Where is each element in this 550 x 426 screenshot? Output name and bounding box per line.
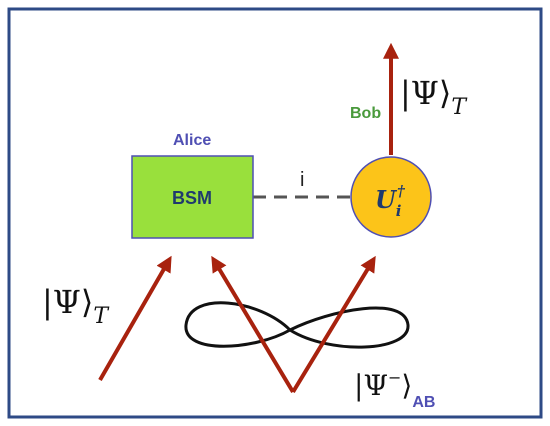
unitary-sup: † [397, 182, 406, 200]
input-state: |Ψ⟩T [42, 283, 110, 329]
alice-label: Alice [173, 132, 211, 149]
output-sub: T [451, 95, 468, 120]
bsm-label: BSM [172, 188, 212, 208]
input-psi: Ψ [53, 283, 81, 321]
output-ket-close: ⟩ [439, 74, 451, 112]
input-ket-close: ⟩ [81, 283, 93, 321]
entangled-sub: AB [412, 394, 435, 411]
entangled-psi: Ψ [363, 369, 388, 402]
bsm-box [131, 155, 254, 239]
epr-arrow-to-alice [211, 255, 295, 394]
entanglement-loop [184, 301, 410, 349]
unitary-sub: i [396, 202, 402, 220]
unitary-circle [350, 156, 432, 238]
unitary-base: U [375, 185, 398, 214]
bob-label: Bob [350, 105, 381, 122]
input-sub: T [93, 304, 110, 329]
output-ket-open: | [400, 74, 411, 112]
epr-arrow-to-bob [291, 255, 376, 394]
outer-frame [7, 7, 543, 419]
unitary-symbol: U† i [375, 182, 406, 220]
channel-label: i [300, 169, 304, 191]
output-state: |Ψ⟩T [400, 74, 468, 120]
entangled-sup: − [388, 368, 401, 387]
entangled-state: |Ψ−⟩AB [354, 368, 435, 411]
input-arrow [98, 255, 172, 381]
input-ket-open: | [42, 283, 53, 321]
output-psi: Ψ [411, 74, 439, 112]
entangled-ket-close: ⟩ [401, 369, 412, 402]
entangled-ket-open: | [354, 369, 363, 402]
